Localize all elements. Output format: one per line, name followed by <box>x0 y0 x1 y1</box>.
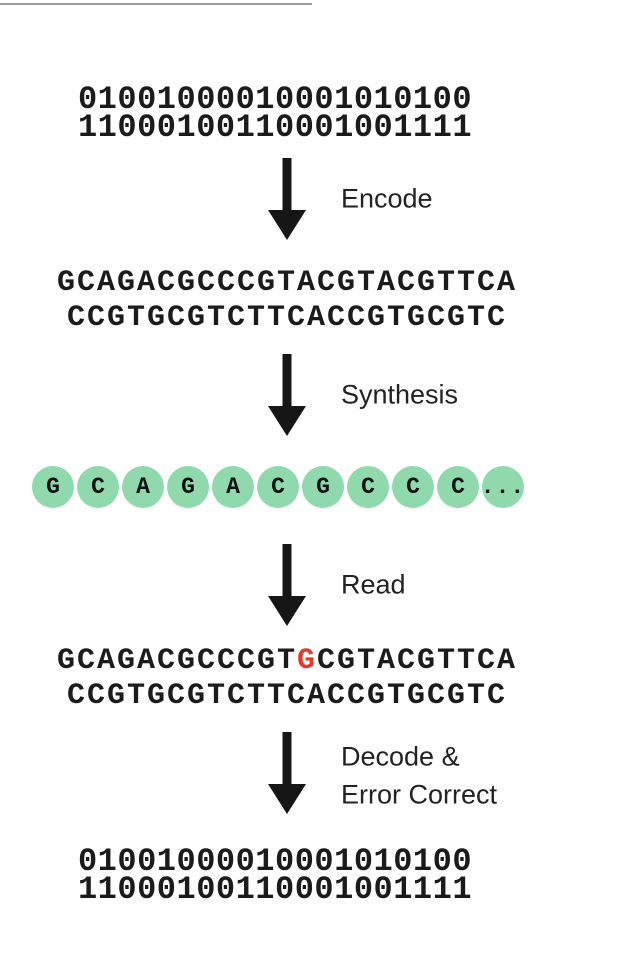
decode-label: Decode & Error Correct <box>341 737 497 813</box>
binary-output-line2: 11000100110001001111 <box>77 871 473 908</box>
binary-output-block: 01001000010001010100 1100010011000100111… <box>0 843 640 908</box>
nucleotide-circle: A <box>122 466 164 508</box>
read-dna-suffix: CGTACGTTCA <box>317 644 518 678</box>
encode-label: Encode <box>341 183 433 214</box>
read-dna-error-base: G <box>297 644 318 678</box>
encoded-dna-line2: CCGTGCGTCTTCACCGTGCGTC <box>66 301 508 335</box>
decode-arrow-icon <box>268 732 306 814</box>
read-label: Read <box>341 569 406 600</box>
synthesis-arrow-icon <box>268 354 306 436</box>
decode-label-line1: Decode & <box>341 741 460 772</box>
synthesis-label: Synthesis <box>341 379 459 410</box>
read-step: Read <box>0 544 640 626</box>
nucleotide-circle: C <box>347 466 389 508</box>
nucleotide-circle: A <box>212 466 254 508</box>
encoded-dna-block: GCAGACGCCCGTACGTACGTTCA CCGTGCGTCTTCACCG… <box>0 266 640 336</box>
nucleotide-circles-row: G C A G A C G C C C ... <box>0 466 598 508</box>
synthesis-step: Synthesis <box>0 354 640 436</box>
encode-arrow-icon <box>268 158 306 240</box>
nucleotide-circle: C <box>392 466 434 508</box>
nucleotide-circle: G <box>302 466 344 508</box>
nucleotide-circle: C <box>257 466 299 508</box>
read-dna-line1: GCAGACGCCCGTGCGTACGTTCA <box>0 644 607 679</box>
encode-step: Encode <box>0 158 640 240</box>
binary-input-block: 01001000010001010100 1100010011000100111… <box>0 81 640 146</box>
nucleotide-circle: G <box>32 466 74 508</box>
decode-label-line2: Error Correct <box>341 779 498 810</box>
binary-output-line1: 01001000010001010100 <box>77 843 473 880</box>
read-dna-block: GCAGACGCCCGTGCGTACGTTCA CCGTGCGTCTTCACCG… <box>0 644 640 714</box>
decode-step: Decode & Error Correct <box>0 732 640 814</box>
binary-input-line1: 01001000010001010100 <box>77 81 473 118</box>
read-dna-line2: CCGTGCGTCTTCACCGTGCGTC <box>66 679 508 713</box>
top-edge-line <box>0 3 312 5</box>
encoded-dna-line1: GCAGACGCCCGTACGTACGTTCA <box>56 266 518 300</box>
nucleotide-circle-ellipsis: ... <box>481 466 524 508</box>
read-dna-prefix: GCAGACGCCCGT <box>56 644 297 678</box>
nucleotide-circle: C <box>437 466 479 508</box>
binary-input-line2: 11000100110001001111 <box>77 109 473 146</box>
read-arrow-icon <box>268 544 306 626</box>
nucleotide-circle: C <box>77 466 119 508</box>
nucleotide-circle: G <box>167 466 209 508</box>
